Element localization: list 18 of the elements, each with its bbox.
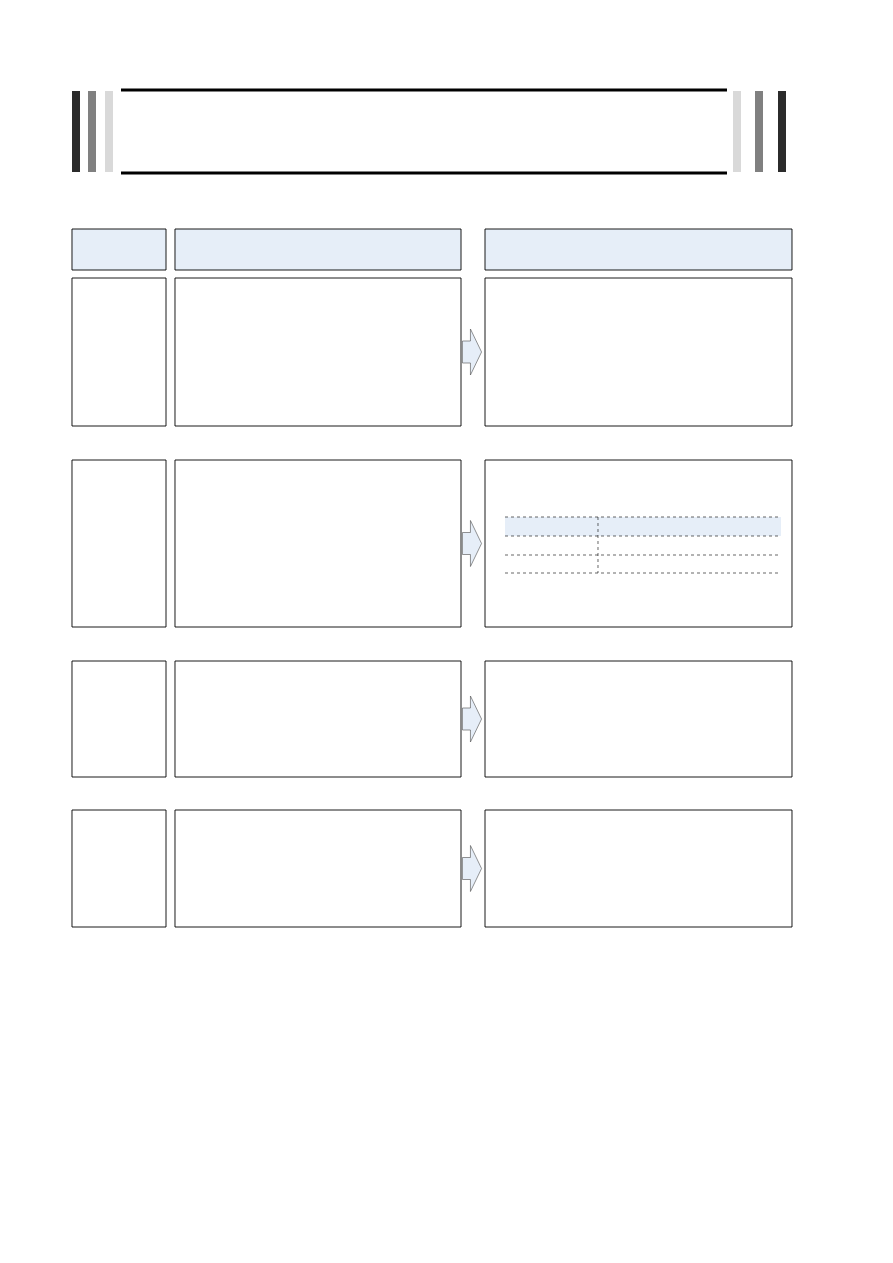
header-box bbox=[174, 228, 462, 271]
content-box bbox=[71, 809, 167, 928]
content-box bbox=[71, 660, 167, 778]
content-box bbox=[484, 277, 793, 427]
content-box bbox=[174, 809, 462, 928]
content-box bbox=[174, 660, 462, 778]
content-box bbox=[174, 459, 462, 628]
block-arrow bbox=[462, 845, 482, 892]
block-arrow bbox=[462, 695, 482, 743]
block-arrow bbox=[462, 520, 482, 567]
block-arrow bbox=[462, 328, 482, 376]
content-box bbox=[71, 459, 167, 628]
header-box bbox=[71, 228, 167, 271]
header-box bbox=[484, 228, 793, 271]
content-box bbox=[174, 277, 462, 427]
content-box bbox=[484, 660, 793, 778]
content-box bbox=[71, 277, 167, 427]
content-box bbox=[484, 809, 793, 928]
